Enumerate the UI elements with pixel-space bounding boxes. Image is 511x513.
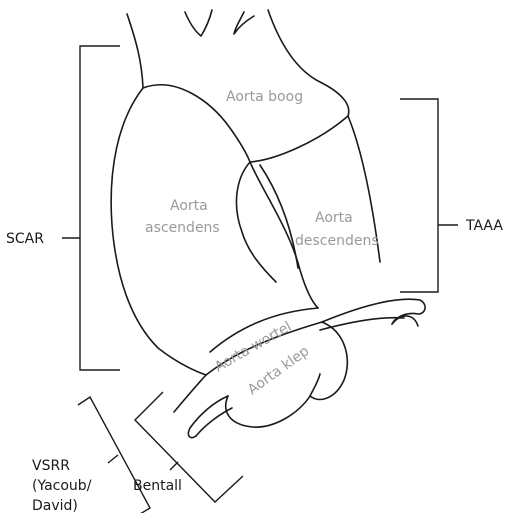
vsrr-label-line3: David) bbox=[32, 498, 78, 513]
vsrr-bracket bbox=[78, 397, 150, 513]
subclavian-branch bbox=[234, 12, 254, 34]
left-outflow-lower bbox=[174, 375, 206, 412]
arch-label: Aorta boog bbox=[226, 89, 303, 105]
valve-sinus-divider bbox=[310, 374, 320, 396]
taaa-label: TAAA bbox=[465, 218, 503, 234]
scar-label: SCAR bbox=[6, 231, 44, 247]
left-outflow-upper bbox=[188, 396, 228, 438]
bentall-label: Bentall bbox=[133, 478, 182, 494]
descending-label-line1: Aorta bbox=[315, 210, 353, 226]
arch-lower-border bbox=[250, 116, 348, 162]
taaa-bracket bbox=[400, 99, 458, 292]
ascending-label-line2: ascendens bbox=[145, 220, 220, 236]
ascending-label-line1: Aorta bbox=[170, 198, 208, 214]
brachiocephalic-branch bbox=[127, 14, 143, 88]
vsrr-label-line1: VSRR bbox=[32, 458, 70, 474]
ascending-inner-loop bbox=[236, 162, 276, 282]
vsrr-label-line2: (Yacoub/ bbox=[32, 478, 92, 494]
descending-label-line2: descendens bbox=[295, 233, 379, 249]
carotid-branch bbox=[185, 10, 212, 36]
outflow-upper bbox=[322, 299, 425, 324]
